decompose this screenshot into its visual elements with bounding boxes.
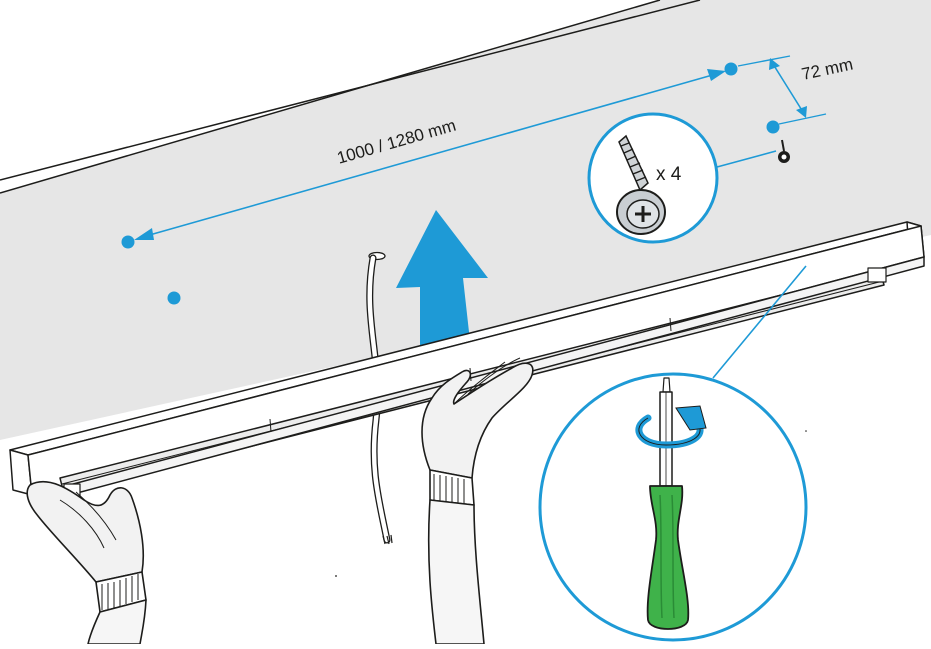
luminaire-housing — [9, 221, 925, 505]
gloved-hand-center — [421, 357, 534, 645]
screw-callout-leader — [716, 150, 777, 168]
mounting-hole-left-bottom — [167, 291, 181, 305]
mounting-hole-right-bottom — [766, 120, 780, 134]
screw-callout: x 4 — [587, 112, 719, 244]
screw-in-ceiling-icon — [778, 139, 790, 163]
mounting-hole-right-top — [724, 62, 738, 76]
offset-dimension — [737, 55, 827, 125]
rotation-arrow-icon — [635, 405, 707, 449]
dust-specks — [335, 430, 807, 577]
ceiling — [0, 0, 931, 440]
screwdriver-callout-leader — [712, 265, 807, 379]
gloved-hand-left — [26, 480, 147, 645]
screwdriver-callout — [538, 372, 808, 642]
mounting-hole-left-top — [121, 235, 135, 249]
supply-cable — [366, 251, 393, 545]
lift-up-arrow-icon — [396, 210, 488, 345]
screwdriver-icon — [646, 377, 690, 630]
screw-icon — [616, 134, 666, 235]
mounting-holes — [121, 62, 780, 305]
screw-quantity-label: x 4 — [656, 164, 682, 185]
spacing-dimension — [134, 69, 726, 240]
